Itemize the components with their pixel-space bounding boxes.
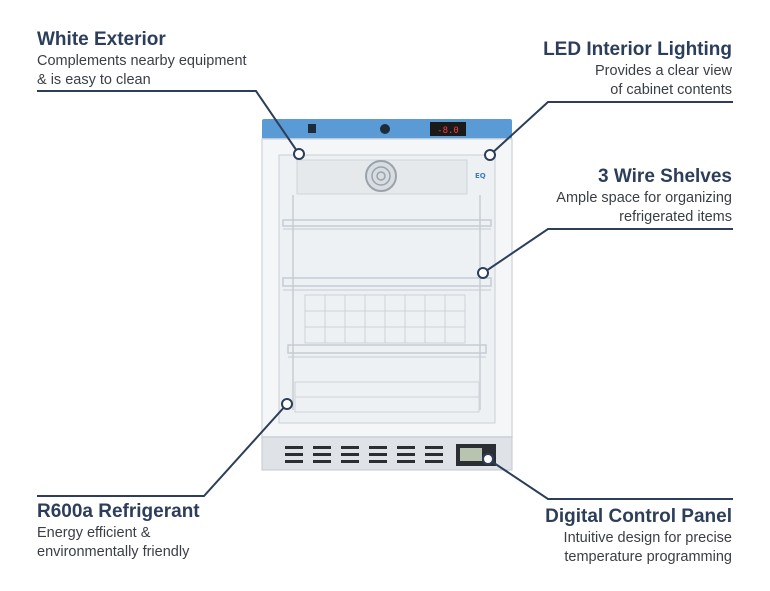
marker-dot-refrigerant <box>281 398 293 410</box>
marker-dot-led <box>484 149 496 161</box>
callout-desc-line: temperature programming <box>564 548 732 565</box>
callout-description: Energy efficient & environmentally frien… <box>37 524 337 561</box>
callout-desc-line: Intuitive design for precise <box>563 530 732 546</box>
callout-desc-line: & is easy to clean <box>37 71 151 88</box>
callout-description: Provides a clear view of cabinet content… <box>432 62 732 99</box>
thermometer-screen <box>460 448 482 461</box>
brand-badge: EQ <box>475 172 486 180</box>
callout-desc-line: Energy efficient & <box>37 525 151 541</box>
callout-wire-shelves: 3 Wire Shelves Ample space for organizin… <box>432 165 732 226</box>
callout-title: White Exterior <box>37 29 166 50</box>
callout-led-lighting: LED Interior Lighting Provides a clear v… <box>432 38 732 99</box>
callout-refrigerant: R600a Refrigerant Energy efficient & env… <box>37 500 337 561</box>
marker-dot-shelves <box>477 267 489 279</box>
callout-description: Intuitive design for precise temperature… <box>432 529 732 566</box>
callout-markers <box>281 148 496 465</box>
wire-shelf-2 <box>282 277 492 291</box>
callout-white-exterior: White Exterior Complements nearby equipm… <box>37 28 337 89</box>
grille-vents <box>285 446 443 463</box>
callout-desc-line: environmentally friendly <box>37 543 190 560</box>
callout-control-panel: Digital Control Panel Intuitive design f… <box>432 505 732 566</box>
callout-desc-line: Complements nearby equipment <box>37 53 247 69</box>
marker-dot-white-exterior <box>293 148 305 160</box>
callout-title: LED Interior Lighting <box>543 39 732 60</box>
callout-description: Complements nearby equipment & is easy t… <box>37 52 337 89</box>
power-switch-icon <box>308 124 316 133</box>
bottom-basket <box>294 381 480 413</box>
callout-desc-line: Ample space for organizing <box>556 190 732 206</box>
fan-ring <box>371 166 391 186</box>
callout-title: Digital Control Panel <box>545 506 732 527</box>
wire-basket <box>304 294 466 344</box>
fan-icon <box>365 160 397 192</box>
callout-desc-line: refrigerated items <box>619 208 732 225</box>
wire-shelf-3 <box>287 344 487 358</box>
glass-window <box>278 154 496 424</box>
wire-shelf-1 <box>282 219 492 230</box>
top-display-reading: -8.0 <box>437 126 459 136</box>
leader-lines <box>37 90 733 500</box>
callout-desc-line: of cabinet contents <box>610 81 732 98</box>
lock-icon <box>380 124 390 134</box>
callout-title: 3 Wire Shelves <box>598 166 732 187</box>
callout-desc-line: Provides a clear view <box>595 63 732 79</box>
marker-dot-control-panel <box>482 453 494 465</box>
callout-description: Ample space for organizing refrigerated … <box>432 189 732 226</box>
top-display <box>430 122 466 136</box>
fan-ring <box>376 171 386 181</box>
callout-title: R600a Refrigerant <box>37 501 200 522</box>
